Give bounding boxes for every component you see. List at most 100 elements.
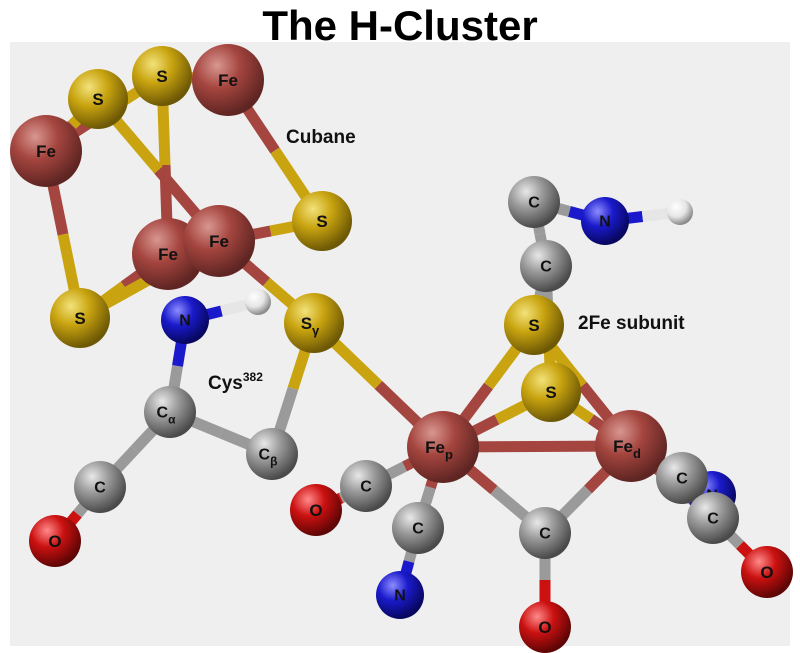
annotations-layer: Cubane 2Fe subunit Cys382 (208, 127, 685, 394)
atom-label: S (316, 212, 327, 231)
atom-label: Fe (36, 142, 56, 161)
cubane-annotation: Cubane (286, 127, 356, 148)
atom-subscript: d (633, 446, 641, 461)
atom-sphere-c (519, 507, 571, 559)
atom-s_2fe_a: S (504, 295, 564, 355)
cys-annotation: Cys382 (208, 370, 263, 394)
atom-h_top_2fe (667, 199, 693, 225)
atom-c_alpha: Cα (144, 386, 196, 438)
atom-sphere-s (292, 191, 352, 251)
atom-sphere-s (521, 362, 581, 422)
atom-label: C (94, 480, 106, 497)
atom-sphere-c (340, 460, 392, 512)
atom-label: C (412, 521, 424, 538)
atom-sphere-c (508, 176, 560, 228)
atom-sphere-c (687, 492, 739, 544)
atom-n_cys: N (161, 296, 209, 344)
atom-o_bridge: O (519, 601, 571, 653)
atom-sphere-s (68, 69, 128, 129)
page-title: The H-Cluster (262, 2, 538, 49)
atom-sphere-o (519, 601, 571, 653)
atom-sphere-o (290, 484, 342, 536)
cys-superscript: 382 (243, 370, 263, 384)
atom-fe_top: Fe (192, 44, 264, 116)
atom-sphere-c (392, 502, 444, 554)
atom-sphere-o (29, 515, 81, 567)
atom-sphere-h (667, 199, 693, 225)
atom-label: C (540, 259, 552, 276)
atom-sphere-s (284, 293, 344, 353)
atom-label: S (74, 309, 85, 328)
atom-sphere-c (520, 240, 572, 292)
atom-label: C (360, 479, 372, 496)
atom-o_cys: O (29, 515, 81, 567)
atom-sphere-fe (192, 44, 264, 116)
atom-c_cn_p: C (392, 502, 444, 554)
atom-c_cn_d: C (656, 452, 708, 504)
atom-sphere-h (245, 289, 271, 315)
atom-c_co_d: C (687, 492, 739, 544)
atom-sphere-s (50, 288, 110, 348)
atom-c_mid_2fe: C (520, 240, 572, 292)
atom-n_top_2fe: N (581, 197, 629, 245)
atom-label: O (760, 563, 773, 582)
atom-o_co_p: O (290, 484, 342, 536)
atom-label: Fe (158, 245, 178, 264)
atoms-layer: FeSSFeSFeFeSNSγCαCβCOFepCOCNCOFedNCCOCNC… (10, 44, 793, 653)
atom-sphere-c (144, 386, 196, 438)
atom-c_beta: Cβ (246, 428, 298, 480)
atom-c_carbonyl_cys: C (74, 461, 126, 513)
atom-sphere-s (504, 295, 564, 355)
atom-s_left: S (68, 69, 128, 129)
atom-s_top: S (132, 46, 192, 106)
atom-sphere-n (376, 571, 424, 619)
atom-sphere-n (581, 197, 629, 245)
atom-sphere-fe (10, 115, 82, 187)
atom-c_bridge: C (519, 507, 571, 559)
atom-sphere-s (132, 46, 192, 106)
atom-fe_p: Fep (407, 411, 479, 483)
atom-label: C (528, 195, 540, 212)
atom-subscript: p (445, 447, 453, 462)
cys-label: Cys (208, 373, 243, 394)
atom-c_co_p: C (340, 460, 392, 512)
atom-subscript: β (270, 455, 277, 469)
atom-label: N (394, 588, 406, 605)
atom-label: S (528, 316, 539, 335)
subunit-annotation: 2Fe subunit (578, 313, 685, 334)
atom-label: S (156, 67, 167, 86)
atom-s_gamma: Sγ (284, 293, 344, 353)
atom-label: S (545, 383, 556, 402)
atom-sphere-c (656, 452, 708, 504)
atom-sphere-c (74, 461, 126, 513)
atom-subscript: γ (312, 323, 320, 338)
atom-fe_d: Fed (595, 410, 667, 482)
atom-o_co_d: O (741, 546, 793, 598)
atom-s_2fe_b: S (521, 362, 581, 422)
atom-label: Fe (209, 232, 229, 251)
atom-label: O (48, 532, 61, 551)
atom-label: C (707, 511, 719, 528)
atom-sphere-o (741, 546, 793, 598)
atom-s_right: S (292, 191, 352, 251)
atom-label: O (538, 618, 551, 637)
atom-s_bottom_left: S (50, 288, 110, 348)
atom-label: Fe (218, 71, 238, 90)
atom-n_cn_p: N (376, 571, 424, 619)
atom-label: C (676, 471, 688, 488)
atom-label: O (309, 501, 322, 520)
atom-label: C (539, 526, 551, 543)
atom-sphere-c (246, 428, 298, 480)
atom-label: N (599, 214, 611, 231)
atom-sphere-fe (407, 411, 479, 483)
atom-h_cys (245, 289, 271, 315)
atom-sphere-fe (183, 205, 255, 277)
atom-sphere-fe (595, 410, 667, 482)
atom-subscript: α (168, 413, 176, 427)
atom-c_top_2fe: C (508, 176, 560, 228)
atom-label: N (179, 313, 191, 330)
atom-fe_left: Fe (10, 115, 82, 187)
atom-sphere-n (161, 296, 209, 344)
atom-label: S (92, 90, 103, 109)
